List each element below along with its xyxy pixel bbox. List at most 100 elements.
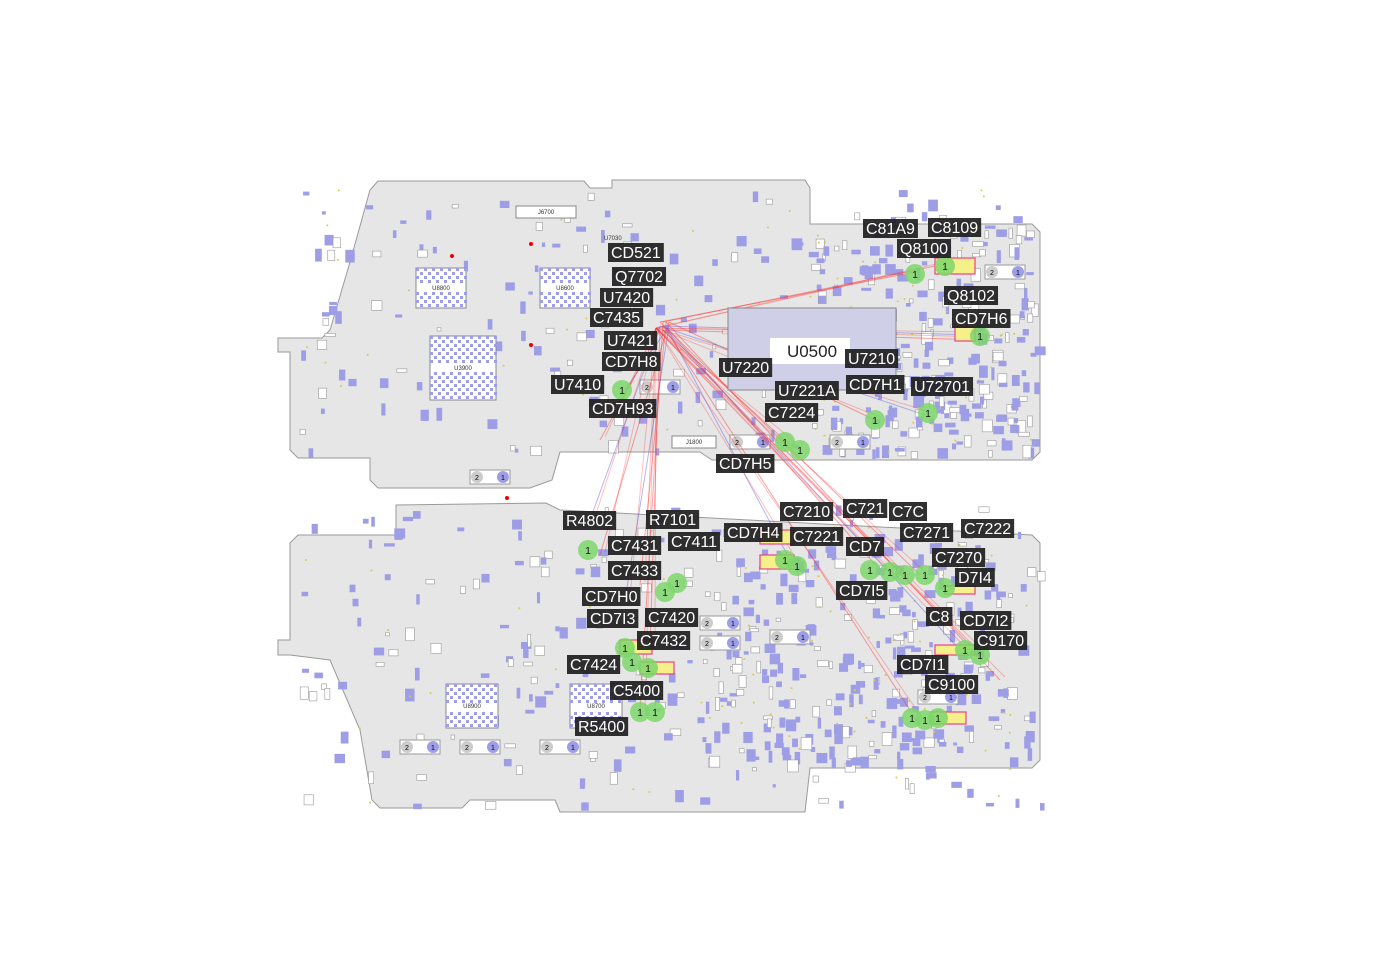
- component[interactable]: [345, 249, 355, 263]
- component[interactable]: [510, 445, 516, 452]
- component[interactable]: [362, 518, 369, 524]
- component[interactable]: [625, 746, 636, 754]
- component[interactable]: [1009, 314, 1020, 324]
- component[interactable]: [436, 407, 443, 421]
- component[interactable]: [897, 758, 904, 770]
- component[interactable]: [499, 624, 510, 629]
- component[interactable]: [970, 268, 981, 282]
- component[interactable]: [405, 627, 415, 642]
- component[interactable]: [1011, 374, 1020, 387]
- component[interactable]: [375, 662, 385, 667]
- component[interactable]: [907, 631, 915, 643]
- component[interactable]: [622, 223, 633, 228]
- component[interactable]: [969, 730, 974, 743]
- component[interactable]: [516, 687, 521, 699]
- component[interactable]: [832, 405, 840, 411]
- highlighted-pad[interactable]: [630, 702, 650, 722]
- component[interactable]: [688, 323, 697, 334]
- component[interactable]: [776, 592, 783, 605]
- component[interactable]: [858, 660, 862, 670]
- component[interactable]: [609, 772, 618, 785]
- component[interactable]: [868, 755, 877, 760]
- component[interactable]: [485, 801, 497, 810]
- component[interactable]: [1024, 736, 1031, 749]
- component[interactable]: [816, 258, 825, 264]
- component[interactable]: [835, 505, 842, 516]
- component[interactable]: [878, 258, 888, 264]
- component[interactable]: [972, 241, 984, 247]
- component[interactable]: [327, 249, 336, 261]
- component[interactable]: [908, 427, 920, 439]
- net-label-cd7h0[interactable]: CD7H0: [582, 587, 641, 606]
- component[interactable]: [951, 781, 962, 788]
- component[interactable]: [948, 429, 959, 435]
- component[interactable]: [782, 754, 792, 761]
- component[interactable]: [1001, 440, 1013, 451]
- component[interactable]: [925, 341, 934, 351]
- component[interactable]: [834, 245, 840, 252]
- component[interactable]: [528, 291, 533, 295]
- component[interactable]: [598, 549, 609, 557]
- net-label-u7210[interactable]: U7210: [845, 349, 899, 368]
- component[interactable]: [847, 745, 857, 759]
- highlighted-pad[interactable]: [645, 702, 665, 722]
- component[interactable]: [430, 643, 442, 654]
- component[interactable]: [518, 531, 522, 541]
- component[interactable]: [927, 318, 934, 328]
- component[interactable]: [938, 741, 947, 747]
- component[interactable]: [992, 351, 1004, 362]
- component[interactable]: [822, 445, 833, 455]
- component[interactable]: [621, 426, 629, 437]
- component[interactable]: [955, 692, 967, 706]
- component[interactable]: [655, 448, 660, 456]
- component[interactable]: [872, 608, 881, 619]
- component[interactable]: [729, 693, 739, 697]
- component[interactable]: [745, 631, 752, 642]
- component[interactable]: [913, 358, 919, 368]
- component[interactable]: [335, 311, 342, 324]
- component[interactable]: [893, 699, 902, 704]
- component[interactable]: [348, 378, 357, 387]
- component[interactable]: [523, 647, 529, 659]
- net-label-cd7i2[interactable]: CD7I2: [960, 611, 1012, 630]
- component[interactable]: [301, 350, 307, 361]
- component[interactable]: [381, 750, 391, 759]
- component[interactable]: [712, 390, 724, 399]
- component[interactable]: [530, 676, 538, 685]
- component[interactable]: [861, 287, 872, 291]
- component[interactable]: [828, 661, 833, 669]
- component[interactable]: [839, 663, 849, 672]
- component[interactable]: [817, 660, 829, 667]
- net-label-c7431[interactable]: C7431: [608, 536, 662, 555]
- component[interactable]: [968, 357, 977, 365]
- component[interactable]: [338, 681, 348, 690]
- component[interactable]: [555, 626, 560, 632]
- component[interactable]: [718, 697, 728, 702]
- component[interactable]: [880, 721, 886, 728]
- component[interactable]: [885, 288, 893, 299]
- component[interactable]: [394, 530, 403, 540]
- component[interactable]: [395, 314, 403, 318]
- component[interactable]: [303, 794, 314, 806]
- component[interactable]: [788, 584, 799, 593]
- component[interactable]: [924, 349, 929, 357]
- component[interactable]: [525, 709, 535, 714]
- component[interactable]: [910, 451, 918, 460]
- component[interactable]: [869, 740, 875, 747]
- component[interactable]: [715, 697, 720, 711]
- component[interactable]: [964, 435, 972, 448]
- component[interactable]: [529, 694, 533, 702]
- component[interactable]: [800, 737, 813, 751]
- component[interactable]: [984, 225, 996, 229]
- component[interactable]: [507, 658, 514, 667]
- net-label-c7210[interactable]: C7210: [780, 502, 834, 521]
- component[interactable]: [840, 602, 846, 611]
- component[interactable]: [372, 250, 382, 258]
- net-label-u7220[interactable]: U7220: [719, 358, 773, 377]
- component[interactable]: [894, 269, 904, 275]
- component[interactable]: [944, 372, 954, 377]
- net-label-c7435[interactable]: C7435: [590, 308, 644, 327]
- highlighted-pad[interactable]: [880, 562, 900, 582]
- component[interactable]: [795, 716, 801, 723]
- component[interactable]: [1030, 352, 1037, 357]
